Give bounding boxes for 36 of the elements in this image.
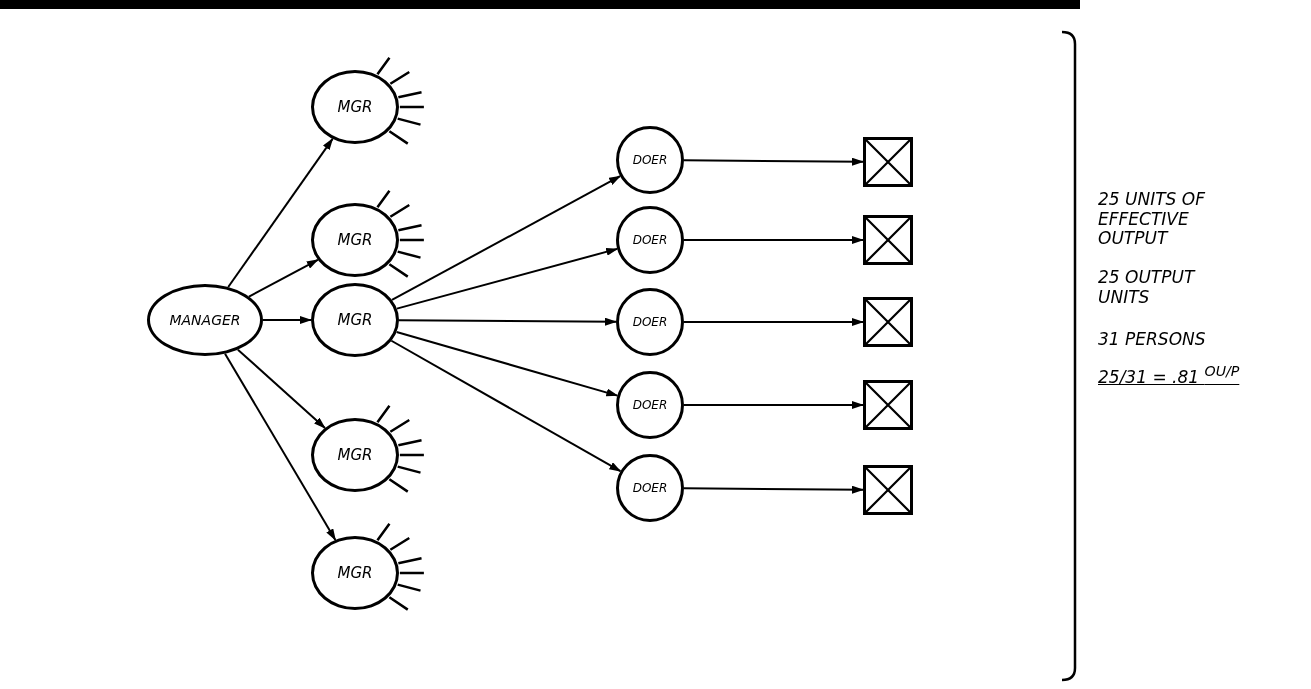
crossed-box — [863, 380, 913, 430]
arrow — [683, 401, 864, 409]
arrow — [248, 258, 319, 298]
node-label: MGR — [337, 231, 373, 249]
node-label: MGR — [337, 98, 373, 116]
node-label: MGR — [337, 446, 373, 464]
ellipse-node — [311, 418, 399, 492]
arrow — [683, 485, 864, 494]
arrow — [395, 247, 619, 310]
ellipse-node — [311, 203, 399, 277]
crossed-box — [863, 465, 913, 515]
node-label: MGR — [337, 311, 373, 329]
arrow — [236, 348, 326, 429]
arrow — [391, 175, 622, 301]
note-text: 25 UNITS OF EFFECTIVE OUTPUT — [1098, 190, 1206, 249]
arrow — [262, 316, 312, 324]
crossed-box — [863, 297, 913, 347]
node-label: DOER — [632, 398, 668, 412]
note-text: 25 OUTPUT UNITS — [1098, 268, 1197, 308]
arrow — [683, 157, 864, 166]
arrow — [683, 236, 864, 244]
note-text: 31 PERSONS — [1098, 330, 1207, 350]
arrow — [390, 339, 622, 473]
node-label: MANAGER — [169, 312, 241, 328]
crossed-box — [863, 137, 913, 187]
node-label: DOER — [632, 481, 668, 495]
node-label: MGR — [337, 564, 373, 582]
crossed-box — [863, 215, 913, 265]
note-text: 25/31 = .81 $^{OU/P}$ — [1098, 363, 1241, 388]
arrow — [398, 317, 617, 326]
node-label: DOER — [632, 315, 668, 329]
arrow — [395, 331, 619, 397]
node-label: DOER — [632, 153, 668, 167]
node-label: DOER — [632, 233, 668, 247]
ellipse-node — [311, 70, 399, 144]
arrow — [683, 318, 864, 326]
